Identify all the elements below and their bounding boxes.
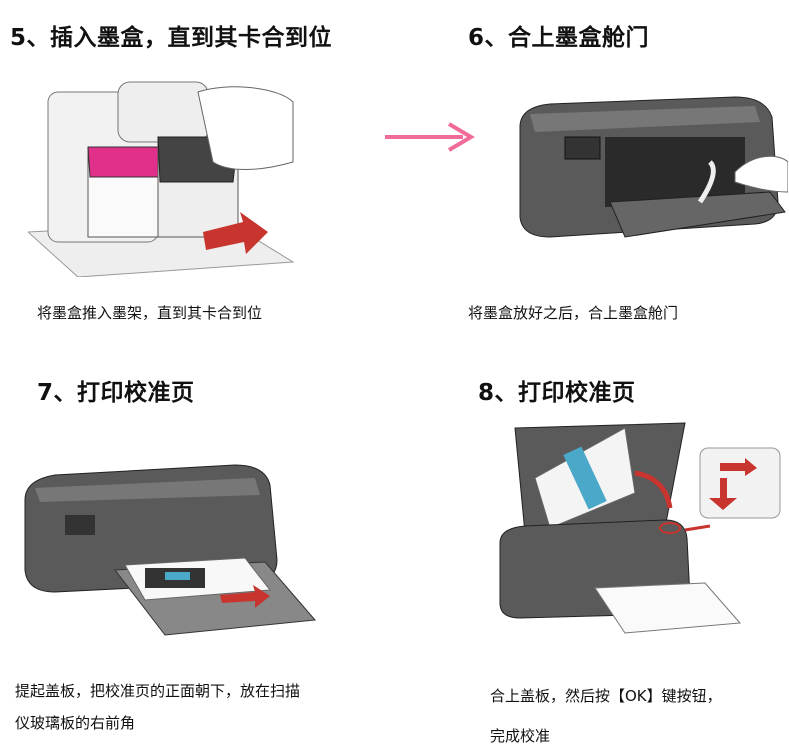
push-arrow-icon (203, 212, 268, 254)
next-step-arrow-icon (385, 122, 475, 152)
step-7-caption-line-1: 提起盖板，把校准页的正面朝下，放在扫描 (15, 682, 301, 700)
step-7-caption-line-2: 仪玻璃板的右前角 (15, 714, 136, 732)
step-7-title: 7、打印校准页 (37, 380, 195, 406)
step-5-caption: 将墨盒推入墨架，直到其卡合到位 (37, 304, 263, 322)
scanner-glass-illustration (499, 422, 781, 634)
step-6-title: 6、合上墨盒舱门 (468, 25, 650, 51)
step-6-caption: 将墨盒放好之后，合上墨盒舱门 (468, 304, 679, 322)
step-8-title: 8、打印校准页 (478, 380, 636, 406)
calibration-page-illustration (24, 464, 317, 636)
step-5-title: 5、插入墨盒，直到其卡合到位 (10, 25, 333, 51)
step-8-caption-line-2: 完成校准 (490, 727, 551, 745)
step-8-caption-line-1: 合上盖板，然后按【OK】键按钮， (490, 687, 722, 705)
insert-cartridge-illustration (28, 81, 295, 277)
close-door-illustration (519, 96, 788, 238)
